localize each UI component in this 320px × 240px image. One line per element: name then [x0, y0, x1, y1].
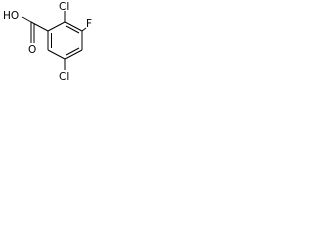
hydroxyl-label: HO: [3, 10, 19, 22]
molecule-diagram: HO O Cl F Cl: [0, 0, 96, 83]
bond-fluorine: [81, 27, 87, 32]
ring-bond-c5-c6: [47, 49, 66, 60]
chlorine-bottom-label: Cl: [59, 71, 69, 83]
fluorine-label: F: [86, 18, 92, 30]
structure-svg: HO O Cl F Cl: [3, 1, 92, 83]
bond-hydroxyl: [21, 16, 32, 23]
ring-bond-c4-c5: [64, 49, 83, 60]
bond-ring-to-carboxyl: [30, 21, 49, 32]
ring-double-c2-c3: [65, 25, 80, 34]
chlorine-top-label: Cl: [59, 1, 69, 13]
carbonyl-oxygen-label: O: [28, 44, 36, 56]
ring-bond-c2-c3: [64, 21, 83, 32]
ring-double-c4-c5: [65, 47, 80, 56]
ring-bond-c1-c2: [47, 21, 66, 32]
